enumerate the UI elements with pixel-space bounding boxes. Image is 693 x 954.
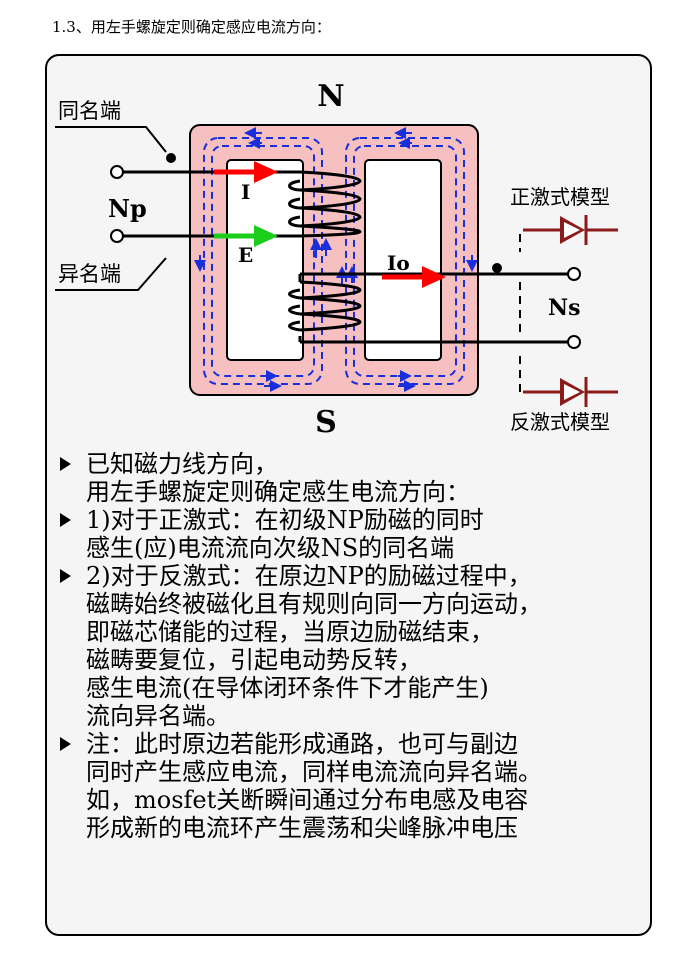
flyback-diode bbox=[523, 377, 618, 407]
bullet-arrow-icon bbox=[60, 737, 71, 751]
bullet-line: 如，mosfet关断瞬间通过分布电感及电容 bbox=[86, 786, 529, 814]
transformer-core bbox=[189, 124, 479, 396]
current-arrow-i bbox=[214, 161, 278, 183]
bullet-line: 磁畴始终被磁化且有规则向同一方向运动， bbox=[86, 590, 542, 618]
label-leader-lines bbox=[55, 126, 167, 291]
secondary-dot-marker bbox=[492, 263, 502, 273]
explanation-list: 已知磁力线方向， 用左手螺旋定则确定感生电流方向： 1)对于正激式：在初级NP励… bbox=[60, 450, 650, 842]
bullet-arrow-icon bbox=[60, 569, 71, 583]
bullet-line: 注：此时原边若能形成通路，也可与副边 bbox=[86, 730, 518, 758]
primary-terminal-top bbox=[110, 165, 124, 179]
bullet-line: 2)对于反激式：在原边NP的励磁过程中， bbox=[86, 562, 532, 590]
bullet-item-flyback: 2)对于反激式：在原边NP的励磁过程中， 磁畴始终被磁化且有规则向同一方向运动，… bbox=[60, 562, 650, 730]
bullet-line: 形成新的电流环产生震荡和尖峰脉冲电压 bbox=[86, 814, 518, 842]
content-panel bbox=[45, 54, 652, 936]
forward-model-label: 正激式模型 bbox=[510, 185, 610, 209]
bullet-line: 流向异名端。 bbox=[86, 702, 230, 730]
bullet-arrow-icon bbox=[60, 513, 71, 527]
bullet-line: 同时产生感应电流，同样电流流向异名端。 bbox=[86, 758, 542, 786]
bullet-line: 即磁芯储能的过程，当原边励磁结束， bbox=[86, 618, 494, 646]
emf-e-label: E bbox=[238, 243, 253, 267]
bullet-line: 磁畴要复位，引起电动势反转， bbox=[86, 646, 422, 674]
forward-diode bbox=[523, 215, 618, 245]
emf-arrow-e bbox=[214, 225, 278, 247]
flux-direction-arrows bbox=[194, 127, 478, 392]
output-current-arrow-io bbox=[382, 266, 446, 288]
flyback-model-label: 反激式模型 bbox=[510, 410, 610, 434]
secondary-winding-label: Ns bbox=[548, 295, 581, 321]
bullet-arrow-icon bbox=[60, 457, 71, 471]
opposite-terminal-label: 异名端 bbox=[58, 262, 121, 286]
south-pole-label: S bbox=[315, 405, 337, 440]
current-i-label: I bbox=[241, 180, 250, 204]
secondary-terminal-top bbox=[567, 267, 581, 281]
bullet-item-forward: 1)对于正激式：在初级NP励磁的同时 感生(应)电流流向次级NS的同名端 bbox=[60, 506, 650, 562]
primary-winding-label: Np bbox=[108, 194, 147, 223]
secondary-terminal-bottom bbox=[567, 335, 581, 349]
primary-terminal-bottom bbox=[110, 229, 124, 243]
bullet-line: 感生电流(在导体闭环条件下才能产生) bbox=[86, 674, 489, 702]
same-terminal-label: 同名端 bbox=[58, 99, 121, 123]
bullet-line: 用左手螺旋定则确定感生电流方向： bbox=[86, 478, 470, 506]
output-current-label: Io bbox=[387, 251, 410, 275]
bullet-item-known-flux: 已知磁力线方向， 用左手螺旋定则确定感生电流方向： bbox=[60, 450, 650, 506]
transformer-diagram: N S 同名端 异名端 Np Ns I E Io 正激式模型 反激式模型 bbox=[55, 79, 618, 440]
bullet-line: 已知磁力线方向， bbox=[86, 450, 278, 478]
primary-dot-marker bbox=[166, 153, 176, 163]
north-pole-label: N bbox=[317, 79, 344, 114]
bullet-line: 感生(应)电流流向次级NS的同名端 bbox=[86, 534, 455, 562]
section-heading: 1.3、用左手螺旋定则确定感应电流方向： bbox=[52, 18, 331, 36]
bullet-line: 1)对于正激式：在初级NP励磁的同时 bbox=[86, 506, 484, 534]
bullet-item-note: 注：此时原边若能形成通路，也可与副边 同时产生感应电流，同样电流流向异名端。 如… bbox=[60, 730, 650, 842]
